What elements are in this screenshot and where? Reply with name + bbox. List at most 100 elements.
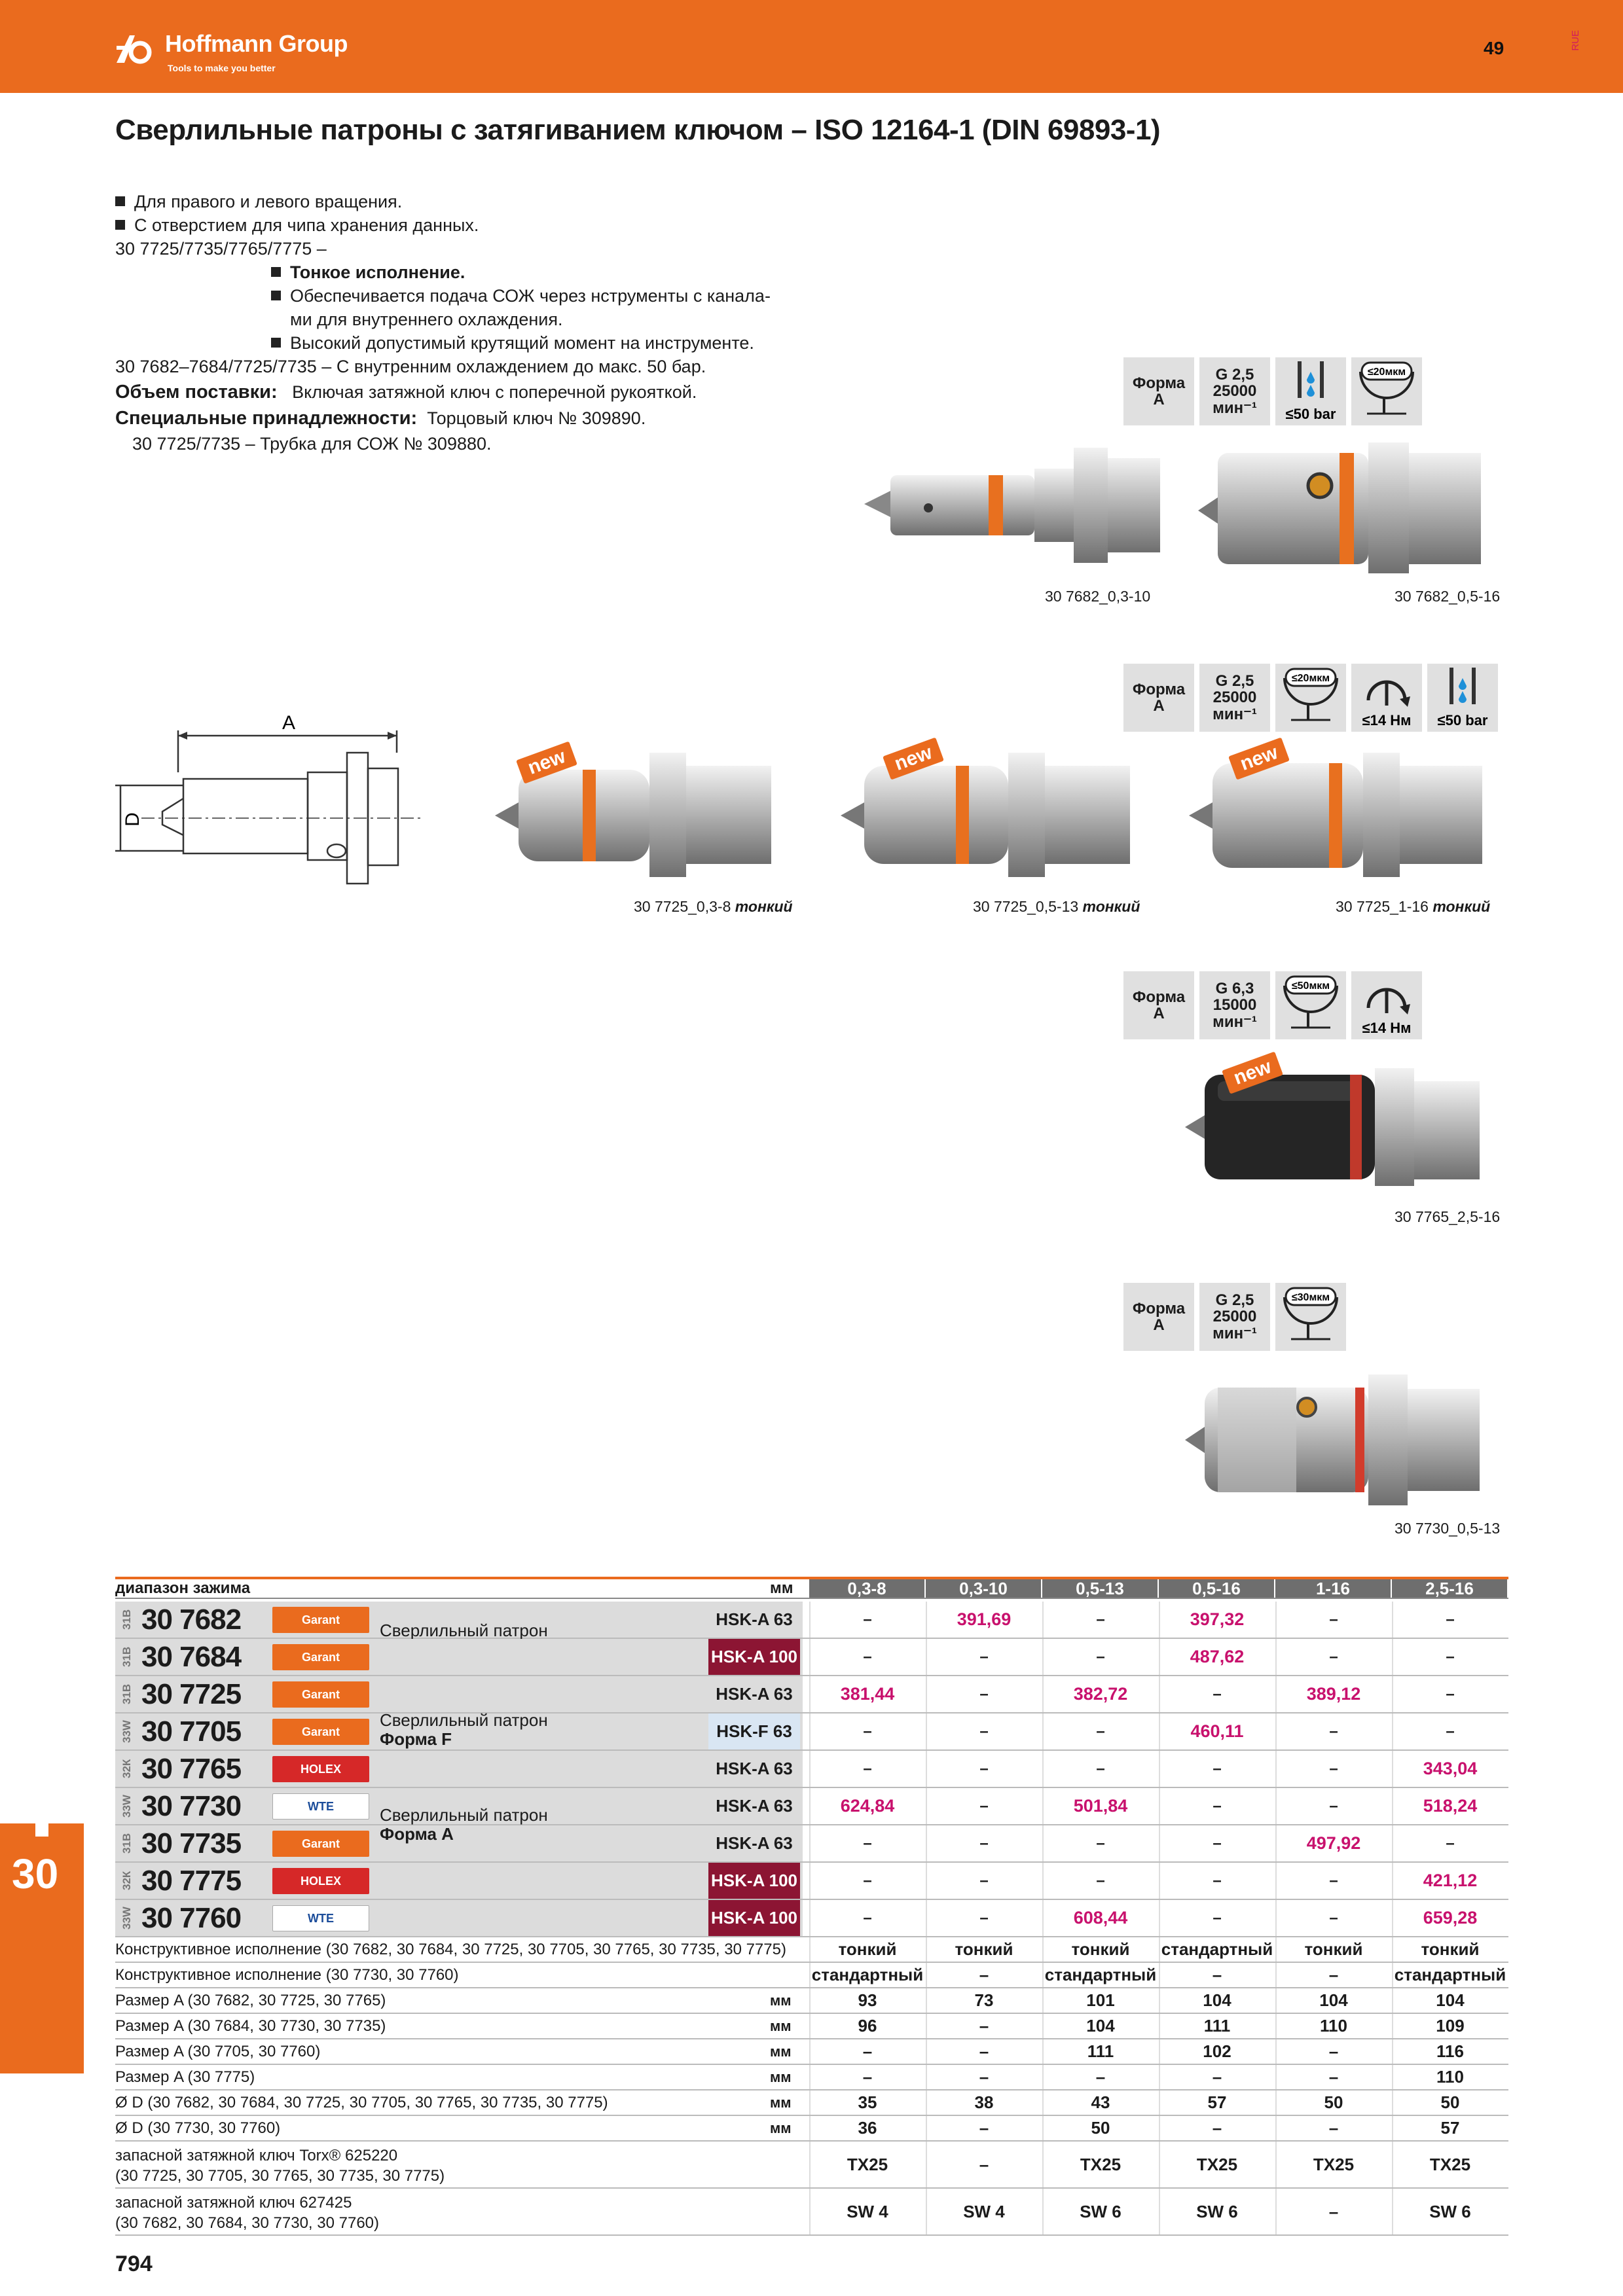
category-code: 32К xyxy=(120,1759,133,1779)
brand-tagline: Tools to make you better xyxy=(168,63,276,73)
svg-text:D: D xyxy=(122,812,143,827)
brand-logo: Garant xyxy=(272,1681,369,1708)
spare-key-cell: TX25 xyxy=(1392,2142,1507,2187)
price-cell: – xyxy=(1042,1713,1158,1749)
range-header: 0,3-8 xyxy=(809,1579,924,1598)
info-line-3: 30 7725/7735/7765/7775 – xyxy=(115,239,327,259)
spec-cell: 36 xyxy=(809,2116,924,2140)
row-bg xyxy=(115,1825,803,1861)
spec-cell: – xyxy=(1275,2116,1391,2140)
price-cell[interactable]: 659,28 xyxy=(1392,1900,1507,1936)
price-cell: – xyxy=(926,1751,1041,1787)
hsk-interface: HSK-A 100 xyxy=(708,1863,800,1899)
category-code: 33W xyxy=(120,1907,133,1929)
price-cell[interactable]: 421,12 xyxy=(1392,1863,1507,1899)
article-number[interactable]: 30 7684 xyxy=(141,1640,242,1673)
bullet-icon xyxy=(271,338,281,348)
spec-cell: – xyxy=(1275,2039,1391,2064)
article-number[interactable]: 30 7765 xyxy=(141,1752,242,1785)
spec-cell: тонкий xyxy=(926,1937,1041,1962)
article-number[interactable]: 30 7730 xyxy=(141,1789,242,1822)
price-cell[interactable]: 624,84 xyxy=(809,1788,924,1824)
price-cell[interactable]: 497,92 xyxy=(1275,1825,1391,1861)
spec-unit xyxy=(770,1963,803,1987)
svg-text:≤50 bar: ≤50 bar xyxy=(1438,712,1488,728)
price-cell: – xyxy=(1042,1602,1158,1638)
category-code: 31В xyxy=(120,1646,133,1668)
row-bg xyxy=(115,1639,803,1675)
spec-cell: 50 xyxy=(1042,2116,1158,2140)
price-cell: – xyxy=(1042,1639,1158,1675)
price-cell[interactable]: 518,24 xyxy=(1392,1788,1507,1824)
article-number[interactable]: 30 7760 xyxy=(141,1901,242,1934)
svg-text:≤20мкм: ≤20мкм xyxy=(1368,367,1406,378)
price-cell: – xyxy=(1392,1639,1507,1675)
page-number: 49 xyxy=(1484,38,1504,58)
runout-icon: ≤20мкм xyxy=(1275,664,1346,732)
chuck-photo-307682-0-3-10 xyxy=(864,448,1160,563)
spare-key-cell: SW 4 xyxy=(926,2189,1041,2234)
spare-key-cell: TX25 xyxy=(1042,2142,1158,2187)
row-bg xyxy=(115,1713,803,1749)
category-code: 33W xyxy=(120,1720,133,1743)
photo-caption: 30 7725_1-16 тонкий xyxy=(1336,898,1491,915)
chuck-photo-307682-0-5-16 xyxy=(1198,442,1481,573)
hsk-interface: HSK-A 63 xyxy=(716,1796,793,1816)
header-bar: Hoffmann Group Tools to make you better … xyxy=(0,0,1623,93)
spare-key-cell: SW 6 xyxy=(1042,2189,1158,2234)
price-cell: – xyxy=(926,1788,1041,1824)
chuck-photo-307725-0-3-8 xyxy=(495,753,771,877)
price-cell[interactable]: 460,11 xyxy=(1159,1713,1274,1749)
article-number[interactable]: 30 7682 xyxy=(141,1603,242,1636)
price-cell[interactable]: 397,32 xyxy=(1159,1602,1274,1638)
price-cell: – xyxy=(1275,1788,1391,1824)
spec-cell: стандартный xyxy=(809,1963,924,1987)
spare-key-cell: TX25 xyxy=(1159,2142,1274,2187)
price-cell: – xyxy=(1392,1825,1507,1861)
price-cell[interactable]: 389,12 xyxy=(1275,1676,1391,1712)
price-cell[interactable]: 608,44 xyxy=(1042,1900,1158,1936)
price-cell: – xyxy=(1275,1639,1391,1675)
section-tab[interactable]: 30 xyxy=(0,1791,84,2073)
spec-cell: – xyxy=(926,2065,1041,2089)
language-code: RUE xyxy=(1570,30,1581,51)
price-cell[interactable]: 381,44 xyxy=(809,1676,924,1712)
price-cell[interactable]: 391,69 xyxy=(926,1602,1041,1638)
bullet-icon xyxy=(271,291,281,300)
price-cell[interactable]: 382,72 xyxy=(1042,1676,1158,1712)
article-number[interactable]: 30 7725 xyxy=(141,1677,242,1710)
article-number[interactable]: 30 7705 xyxy=(141,1715,242,1748)
spec-label: Конструктивное исполнение (30 7730, 30 7… xyxy=(115,1965,459,1984)
price-cell: – xyxy=(809,1639,924,1675)
price-cell[interactable]: 343,04 xyxy=(1392,1751,1507,1787)
spec-cell: – xyxy=(926,1963,1041,1987)
spec-label: Размер A (30 7682, 30 7725, 30 7765) xyxy=(115,1991,386,2009)
section-number: 30 xyxy=(12,1850,59,1897)
spec-cell: – xyxy=(1275,2065,1391,2089)
spec-label: Конструктивное исполнение (30 7682, 30 7… xyxy=(115,1940,786,1958)
hsk-interface: HSK-A 63 xyxy=(716,1759,793,1778)
price-cell[interactable]: 501,84 xyxy=(1042,1788,1158,1824)
category-code: 32К xyxy=(120,1871,133,1891)
spec-cell: 57 xyxy=(1159,2090,1274,2115)
spec-row: Ø D (30 7682, 30 7684, 30 7725, 30 7705,… xyxy=(115,2090,1508,2116)
article-number[interactable]: 30 7735 xyxy=(141,1827,242,1859)
article-number[interactable]: 30 7775 xyxy=(141,1864,242,1897)
price-cell[interactable]: 487,62 xyxy=(1159,1639,1274,1675)
row-bg xyxy=(115,1751,803,1787)
